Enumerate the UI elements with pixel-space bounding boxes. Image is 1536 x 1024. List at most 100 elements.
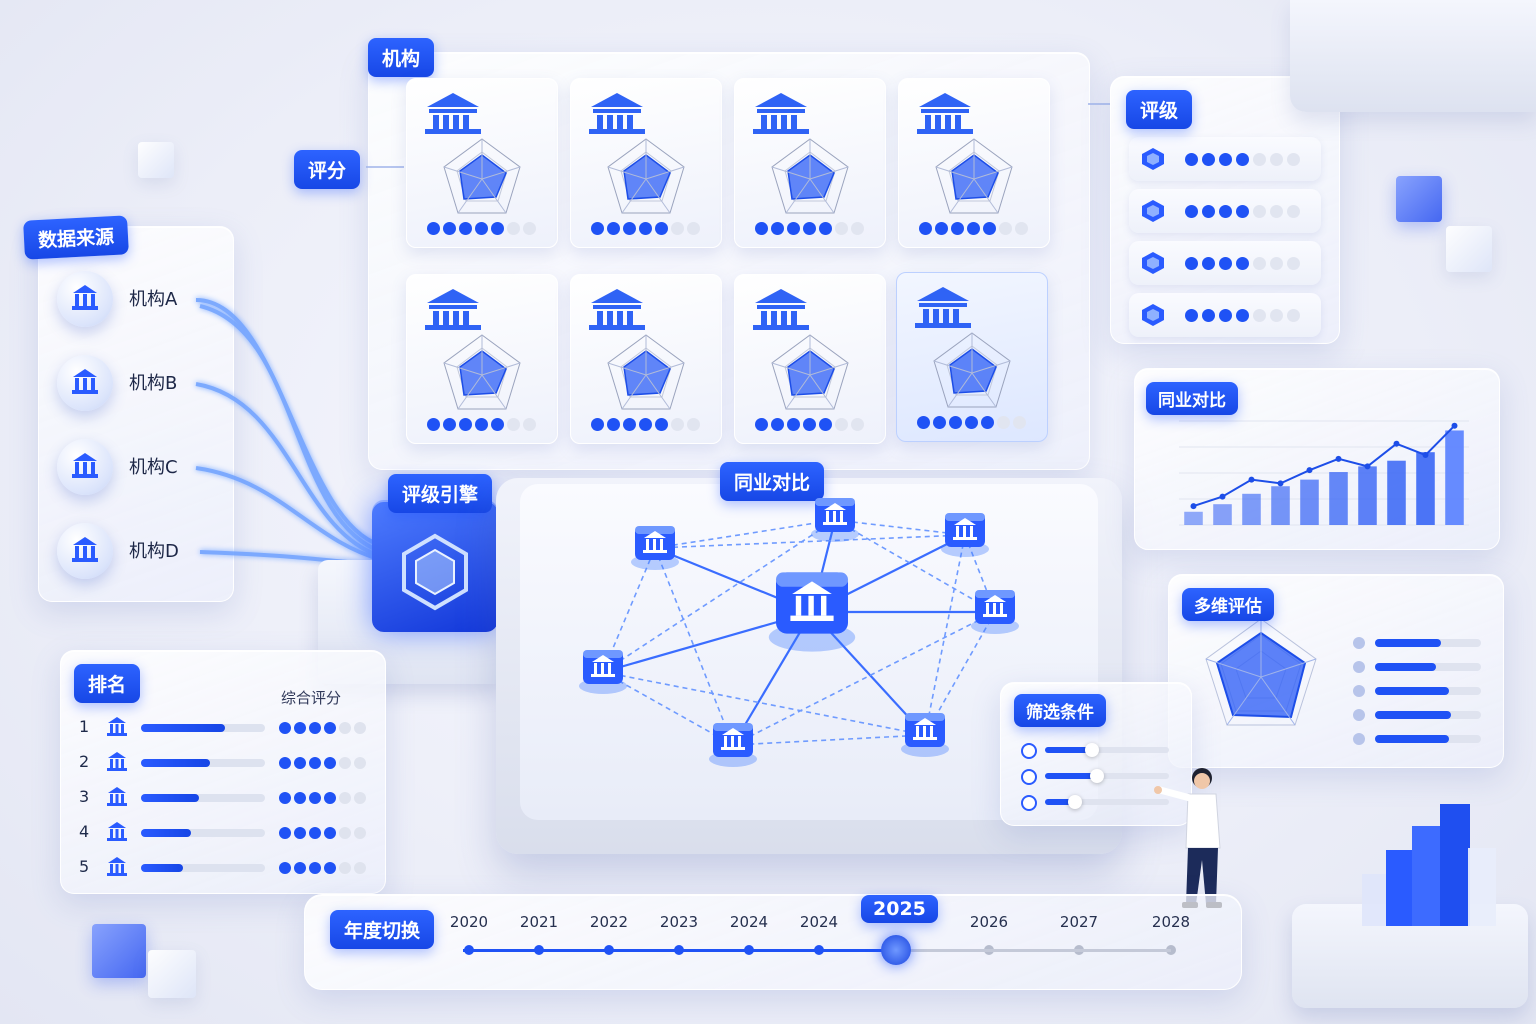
rating-dot [1219, 153, 1232, 166]
ranking-row[interactable]: 3 [79, 783, 409, 813]
institution-card[interactable] [734, 78, 886, 248]
filter-knob[interactable] [1085, 743, 1100, 757]
multidim-row [1353, 657, 1483, 679]
filter-slider[interactable] [1021, 791, 1171, 815]
bank-icon [57, 271, 113, 327]
score-dot [339, 862, 351, 874]
engine-cube[interactable] [372, 500, 498, 632]
filter-tag: 筛选条件 [1014, 694, 1106, 727]
timeline-year[interactable]: 2024 [729, 913, 769, 931]
data-source-item[interactable]: 机构D [57, 523, 227, 583]
bank-icon [57, 355, 113, 411]
multidim-marker [1353, 637, 1365, 649]
institution-card[interactable] [406, 274, 558, 444]
rating-row[interactable] [1129, 137, 1321, 181]
institution-card[interactable] [570, 274, 722, 444]
data-source-label: 机构B [129, 373, 178, 394]
rating-dot [787, 418, 800, 431]
network-node[interactable] [901, 713, 949, 757]
rating-dots [755, 418, 864, 431]
score-dots [279, 792, 366, 804]
rating-row[interactable] [1129, 241, 1321, 285]
institution-card[interactable] [896, 272, 1048, 442]
rating-dot [639, 222, 652, 235]
rating-row[interactable] [1129, 189, 1321, 233]
institution-card[interactable] [406, 78, 558, 248]
peer-chart-tag: 同业对比 [1146, 382, 1238, 415]
rating-dot [655, 418, 668, 431]
rating-dots [1185, 257, 1300, 270]
rank-bar-fill [141, 794, 200, 802]
ranking-row[interactable]: 5 [79, 853, 409, 883]
institution-card[interactable] [570, 78, 722, 248]
rating-dot [1236, 205, 1249, 218]
rank-bar-fill [141, 829, 191, 837]
rating-dot [507, 222, 520, 235]
institution-card[interactable] [898, 78, 1050, 248]
network-node[interactable] [709, 723, 757, 767]
rating-dots [427, 222, 536, 235]
data-source-item[interactable]: 机构A [57, 271, 227, 331]
filter-knob[interactable] [1090, 769, 1105, 783]
timeline-tick[interactable] [1166, 945, 1176, 955]
filter-track [1045, 795, 1169, 809]
gem-icon [1142, 148, 1164, 170]
filter-knob[interactable] [1067, 795, 1082, 809]
bank-icon [57, 439, 113, 495]
timeline-year[interactable]: 2022 [589, 913, 629, 931]
chart-bar [1242, 493, 1261, 525]
rating-dots [591, 222, 700, 235]
timeline-year[interactable]: 2020 [449, 913, 489, 931]
filter-slider[interactable] [1021, 765, 1171, 789]
timeline-year[interactable]: 2028 [1151, 913, 1191, 931]
data-source-item[interactable]: 机构C [57, 439, 227, 499]
network-node[interactable] [579, 650, 627, 694]
rating-dots [917, 416, 1026, 429]
ranking-row[interactable]: 4 [79, 818, 409, 848]
chart-point [1393, 440, 1400, 447]
ranking-row[interactable]: 1 [79, 713, 409, 743]
multidim-bar-track [1375, 639, 1481, 647]
peer-chart [1179, 420, 1469, 526]
ranking-row[interactable]: 2 [79, 748, 409, 778]
filter-radio[interactable] [1021, 769, 1037, 785]
rating-dot [1270, 257, 1283, 270]
bank-icon [107, 822, 127, 841]
timeline-year[interactable]: 2021 [519, 913, 559, 931]
data-source-item[interactable]: 机构B [57, 355, 227, 415]
rating-row[interactable] [1129, 293, 1321, 337]
filter-track [1045, 743, 1169, 757]
score-dot [279, 757, 291, 769]
rating-dot [1219, 309, 1232, 322]
rating-dots [591, 418, 700, 431]
multidim-bar-fill [1375, 639, 1441, 647]
timeline-year[interactable]: 2023 [659, 913, 699, 931]
rating-dot [655, 222, 668, 235]
rating-dot [475, 222, 488, 235]
bank-icon [107, 752, 127, 771]
timeline-year[interactable]: 2024 [799, 913, 839, 931]
network-node[interactable] [941, 513, 989, 557]
rating-dot [851, 222, 864, 235]
timeline-handle[interactable] [881, 935, 911, 965]
gem-icon [1142, 200, 1164, 222]
filter-slider[interactable] [1021, 739, 1171, 763]
rating-dot [1236, 153, 1249, 166]
timeline-year[interactable]: 2027 [1059, 913, 1099, 931]
multidim-bar-track [1375, 663, 1481, 671]
timeline-year[interactable]: 2026 [969, 913, 1009, 931]
filter-radio[interactable] [1021, 743, 1037, 759]
filter-radio[interactable] [1021, 795, 1037, 811]
bank-icon [917, 93, 1013, 214]
timeline-current-year: 2025 [861, 895, 938, 923]
rating-dot [1013, 416, 1026, 429]
timeline-tag: 年度切换 [330, 910, 435, 949]
rating-dot [835, 418, 848, 431]
network-node[interactable] [631, 526, 679, 570]
network-node[interactable] [971, 590, 1019, 634]
network-center-node[interactable] [768, 572, 856, 652]
rating-dot [917, 416, 930, 429]
deco-cube [1396, 176, 1442, 222]
network-node[interactable] [811, 498, 859, 542]
institution-card[interactable] [734, 274, 886, 444]
